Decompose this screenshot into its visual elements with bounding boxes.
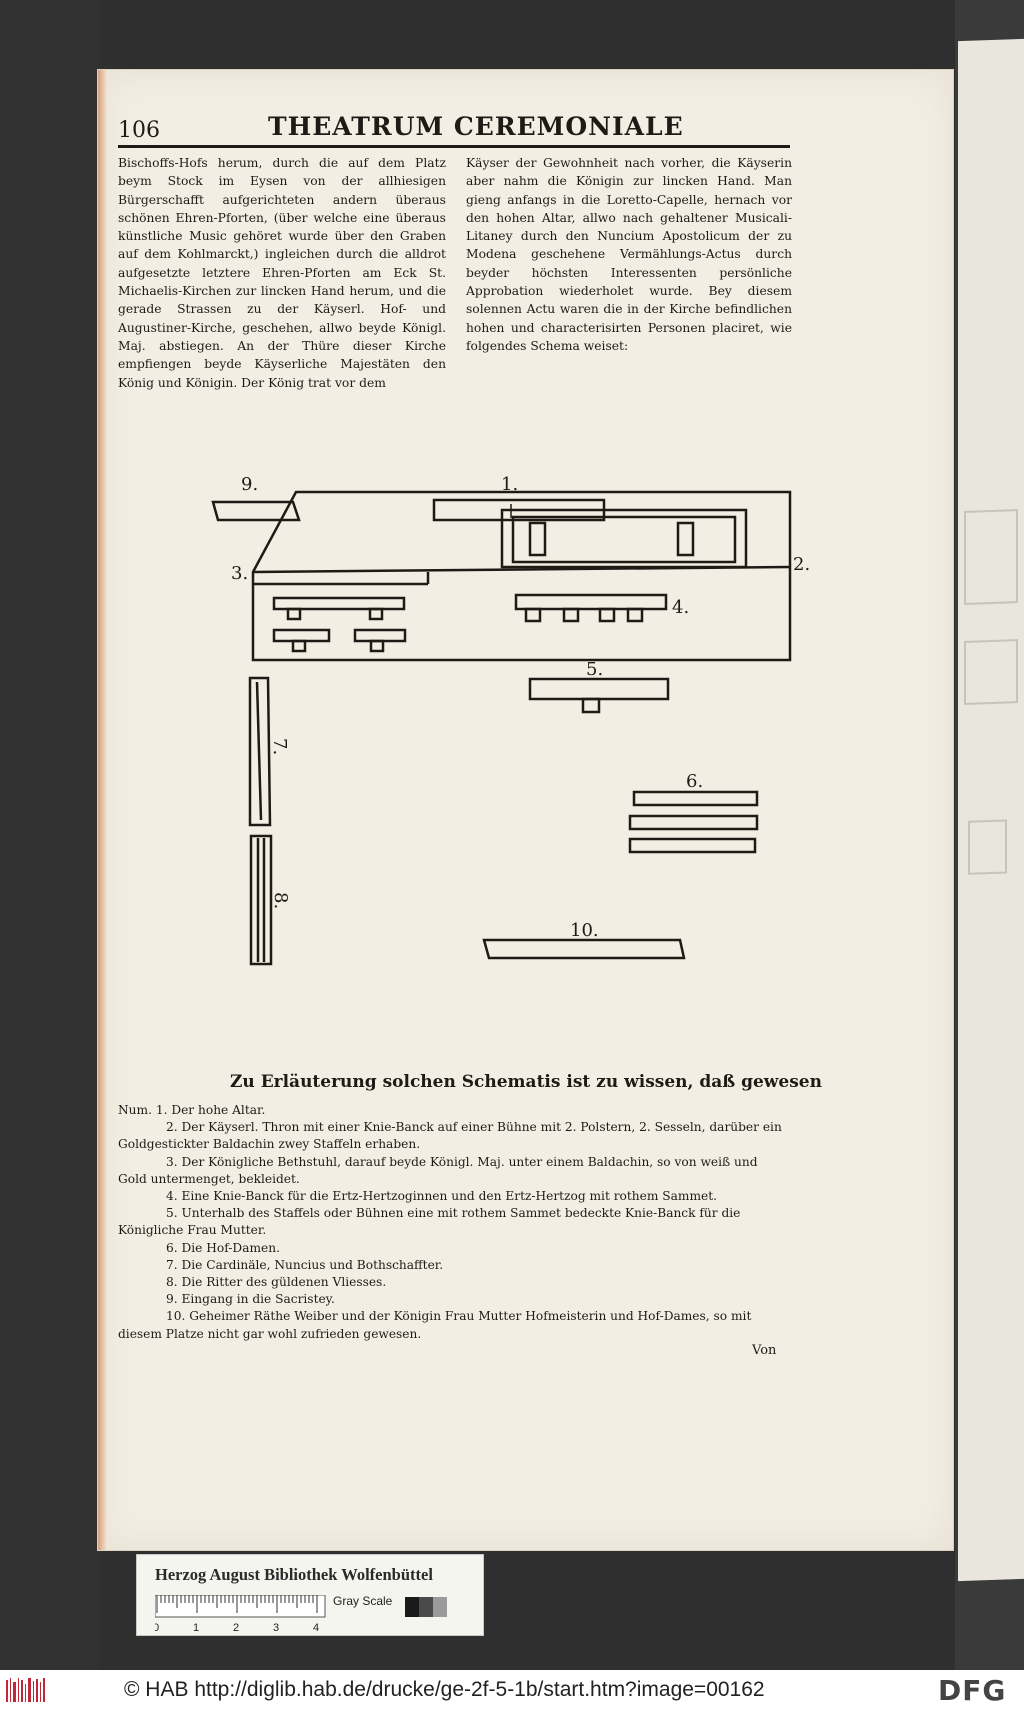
page-number: 106 bbox=[118, 118, 160, 143]
legend-item-4: 4. Eine Knie-Banck für die Ertz-Hertzogi… bbox=[166, 1189, 717, 1204]
diagram-label-1: 1. bbox=[501, 474, 518, 495]
diagram-label-8: 8. bbox=[270, 892, 291, 909]
throne-platform-shape bbox=[500, 508, 748, 569]
scan-background-left bbox=[0, 0, 100, 1670]
ruler-number-3: 3 bbox=[273, 1622, 279, 1633]
legend-item-10: 10. Geheimer Räthe Weiber und der Königi… bbox=[118, 1309, 752, 1341]
legend-list: Num. 1. Der hohe Altar. 2. Der Käyserl. … bbox=[118, 1102, 790, 1343]
diagram-label-6: 6. bbox=[686, 771, 703, 792]
ruler-number-1: 1 bbox=[193, 1622, 199, 1633]
diagram-label-4: 4. bbox=[672, 597, 689, 618]
footer-bar: © HAB http://diglib.hab.de/drucke/ge-2f-… bbox=[0, 1670, 1024, 1711]
legend-item-9: 9. Eingang in die Sacristey. bbox=[166, 1292, 335, 1307]
diagram-label-3: 3. bbox=[231, 563, 248, 584]
royal-prie-dieu-shape bbox=[272, 596, 406, 611]
church-seating-diagram: 9. 1. 3. 2. 4. 5. 6. 7. 8. 10. bbox=[211, 474, 810, 966]
legend-heading: Zu Erläuterung solchen Schematis ist zu … bbox=[230, 1072, 822, 1092]
column-right-text: Käyser der Gewohnheit nach vorher, die K… bbox=[466, 156, 792, 353]
legend-item-8: 8. Die Ritter des güldenen Vliesses. bbox=[166, 1275, 387, 1290]
privy-councillors-wives-shape bbox=[482, 938, 686, 960]
church-floor-outline bbox=[251, 490, 792, 662]
legend-item-5: 5. Unterhalb des Staffels oder Bühnen ei… bbox=[118, 1206, 741, 1238]
library-color-card: Herzog August Bibliothek Wolfenbüttel 0 … bbox=[136, 1554, 484, 1636]
archducal-kneeling-bench-shape bbox=[514, 593, 668, 611]
legend-item-3: 3. Der Königliche Bethstuhl, darauf beyd… bbox=[118, 1154, 758, 1186]
text-column-right: Käyser der Gewohnheit nach vorher, die K… bbox=[466, 154, 792, 355]
ruler-number-2: 2 bbox=[233, 1622, 239, 1633]
diagram-label-10: 10. bbox=[570, 920, 599, 941]
header-rule bbox=[118, 145, 790, 148]
gray-scale-label: Gray Scale bbox=[333, 1594, 393, 1608]
scale-ruler: 0 1 2 3 4 bbox=[155, 1595, 447, 1633]
text-column-left: Bischoffs-Hofs herum, durch die auf dem … bbox=[118, 154, 446, 392]
library-name: Herzog August Bibliothek Wolfenbüttel bbox=[155, 1565, 433, 1584]
ruler-number-4: 4 bbox=[313, 1622, 319, 1633]
catchword: Von bbox=[752, 1343, 777, 1358]
cardinals-bench-shape bbox=[248, 676, 272, 827]
knights-bench-shape bbox=[249, 834, 273, 966]
sacristy-entrance-shape bbox=[211, 500, 301, 522]
queen-mother-bench-shape bbox=[528, 677, 670, 701]
legend-item-6: 6. Die Hof-Damen. bbox=[166, 1240, 280, 1255]
diagram-label-7: 7. bbox=[269, 738, 290, 755]
running-title: THEATRUM CEREMONIALE bbox=[268, 112, 684, 141]
barcode-icon bbox=[6, 1678, 45, 1702]
dfg-logo: DFG bbox=[938, 1674, 1007, 1707]
diagram-label-9: 9. bbox=[241, 474, 258, 495]
column-left-text: Bischoffs-Hofs herum, durch die auf dem … bbox=[118, 156, 446, 390]
court-ladies-bench-shape bbox=[632, 790, 759, 807]
legend-item-7: 7. Die Cardinäle, Nuncius und Bothschaff… bbox=[166, 1257, 444, 1272]
ruler-number-0: 0 bbox=[155, 1622, 159, 1633]
copyright-url[interactable]: © HAB http://diglib.hab.de/drucke/ge-2f-… bbox=[124, 1678, 765, 1701]
legend-item-2: 2. Der Käyserl. Thron mit einer Knie-Ban… bbox=[118, 1120, 782, 1152]
legend-item-1: Num. 1. Der hohe Altar. bbox=[118, 1103, 266, 1117]
book-page bbox=[98, 70, 953, 1550]
diagram-label-5: 5. bbox=[586, 659, 603, 680]
adjacent-page bbox=[958, 38, 1024, 1582]
diagram-label-2: 2. bbox=[793, 554, 810, 575]
